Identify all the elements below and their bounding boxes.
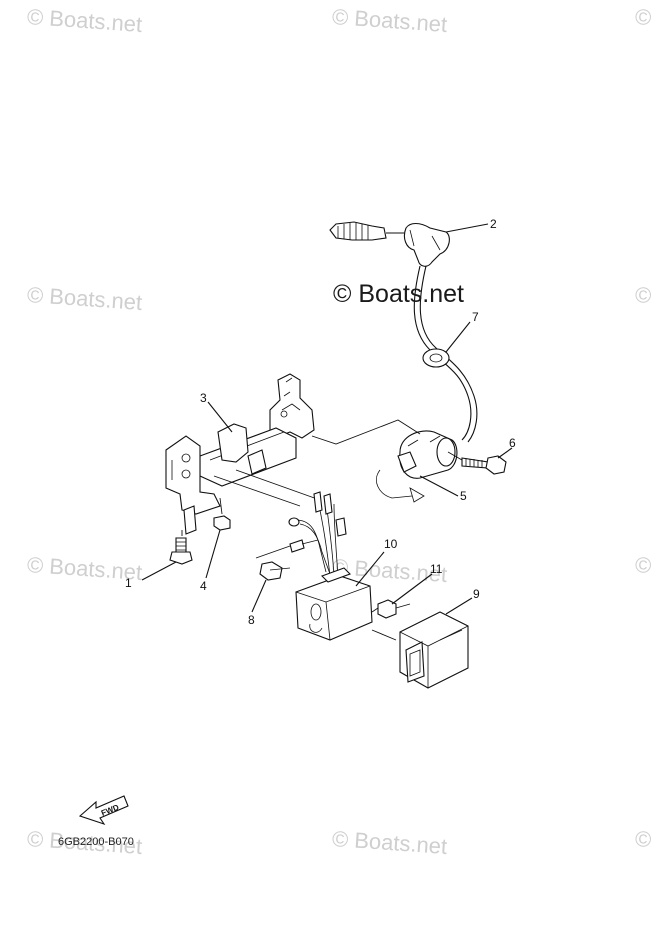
callout-leader-11: [391, 573, 433, 605]
wiring-harness-part: [288, 491, 347, 577]
main-watermark: © Boats.net: [333, 280, 464, 308]
clip-part: [213, 515, 231, 531]
callout-leader-3: [207, 401, 233, 433]
forward-direction-arrow-icon: FWD: [78, 795, 129, 826]
callout-leader-5: [419, 475, 459, 497]
cdi-cover-part: [399, 611, 469, 689]
diagram-code: 6GB2200-B070: [58, 836, 134, 848]
callout-number-10: 10: [384, 537, 398, 551]
callout-number-4: 4: [200, 579, 207, 593]
callout-number-5: 5: [460, 489, 467, 503]
grommet-part: [422, 348, 450, 368]
high-tension-lead: [413, 265, 472, 441]
coil-bolt-part: [461, 455, 507, 475]
callout-number-11: 11: [430, 562, 443, 576]
spark-plug-cap-part: [329, 221, 450, 267]
callout-leader-10: [355, 551, 385, 587]
callout-leader-4: [205, 529, 221, 579]
callout-number-1: 1: [125, 576, 132, 590]
callout-leader-7: [445, 321, 471, 353]
callout-number-9: 9: [473, 587, 480, 601]
callout-number-8: 8: [248, 613, 255, 627]
bracket-assembly-part: [165, 373, 315, 535]
callout-number-7: 7: [472, 310, 479, 324]
callout-number-6: 6: [509, 436, 516, 450]
callout-number-3: 3: [200, 391, 207, 405]
bolt-part: [377, 599, 411, 619]
high-tension-lead: [419, 265, 478, 443]
bolt-part: [169, 537, 193, 565]
callout-leader-9: [445, 597, 473, 615]
callout-leader-6: [497, 447, 513, 459]
bolt-part: [259, 561, 291, 581]
cdi-unit-part: [295, 567, 373, 641]
callout-leader-8: [251, 579, 267, 613]
callout-leader-1: [141, 561, 177, 581]
callout-leader-2: [445, 223, 489, 233]
callout-number-2: 2: [490, 217, 497, 231]
ignition-coil-part: [376, 430, 458, 503]
